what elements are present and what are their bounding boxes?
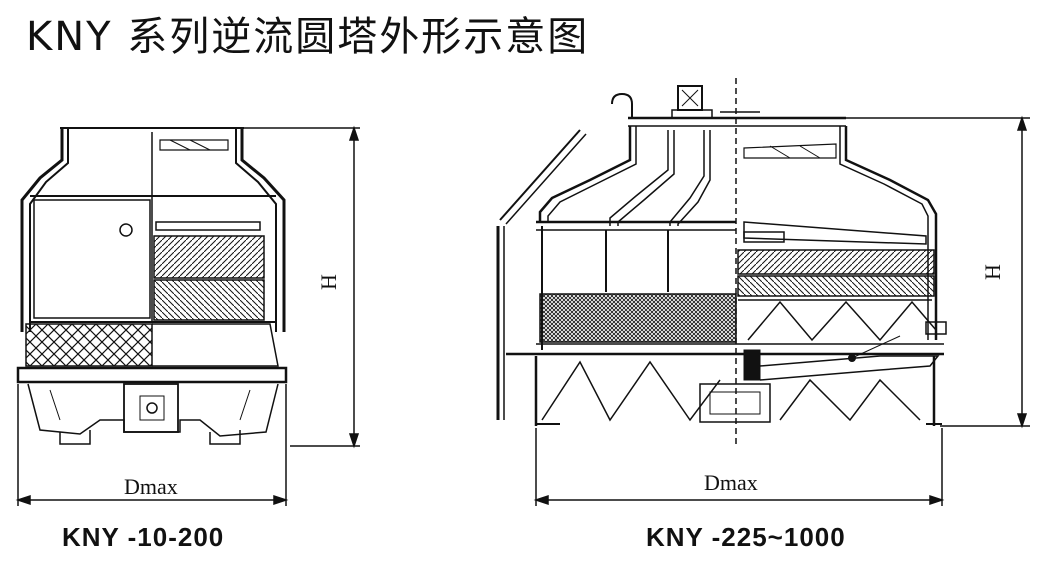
left-height-label: H: [316, 274, 341, 290]
left-width-label: Dmax: [124, 474, 178, 499]
left-width-dimension: [15, 384, 289, 506]
left-tower-caption: KNY -10-200: [62, 522, 225, 552]
left-height-dimension: [244, 125, 360, 449]
page-title: KNY 系列逆流圆塔外形示意图: [26, 14, 590, 60]
right-width-label: Dmax: [704, 470, 758, 495]
right-tower: [496, 85, 947, 426]
left-tower: [16, 127, 288, 445]
right-width-dimension: [533, 428, 945, 506]
right-height-dimension: [846, 115, 1030, 429]
right-tower-caption: KNY -225~1000: [646, 522, 846, 552]
right-height-label: H: [980, 264, 1005, 280]
